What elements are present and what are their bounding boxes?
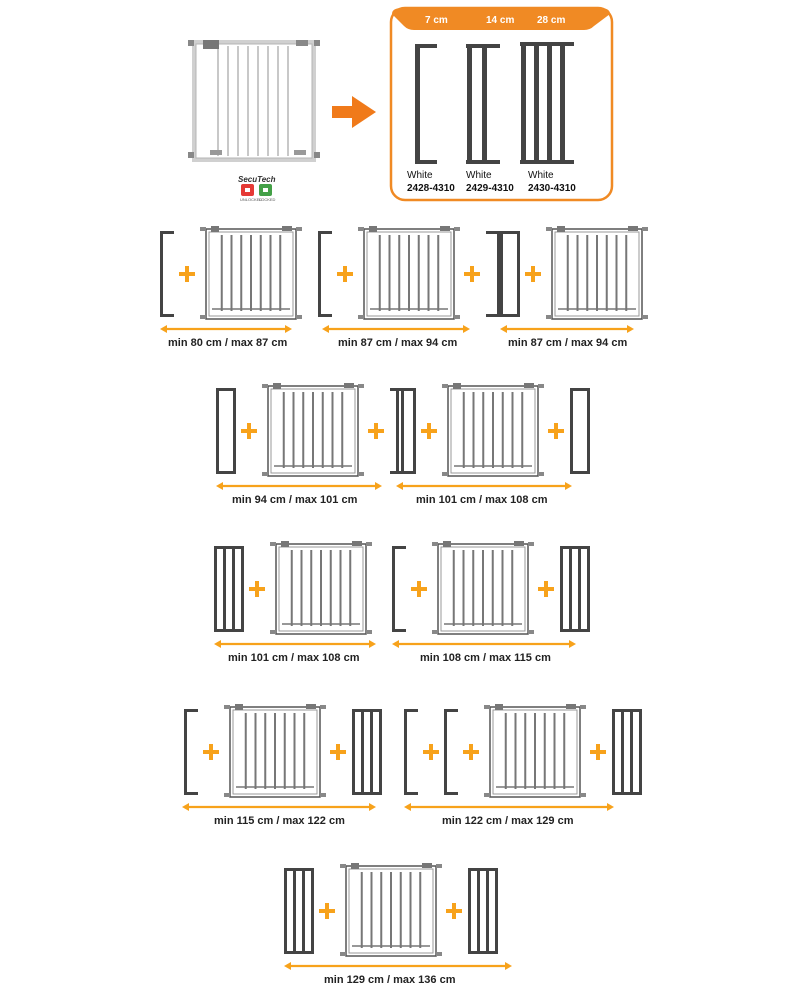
plus-icon [463, 744, 479, 760]
configuration-3: min 87 cm / max 94 cm [500, 226, 648, 349]
base-gate [358, 226, 460, 320]
extension-7cm [184, 709, 198, 795]
width-arrow [160, 325, 292, 333]
base-gate [224, 704, 326, 798]
lock-state-unlocked: UNLOCKED [240, 197, 262, 202]
base-gate [200, 226, 302, 320]
base-gate [546, 226, 648, 320]
configuration-8: min 115 cm / max 122 cm [182, 704, 382, 827]
configuration-1: min 80 cm / max 87 cm [160, 226, 302, 349]
configuration-width-label: min 87 cm / max 94 cm [508, 337, 627, 349]
width-arrow [182, 803, 376, 811]
extension-color-7: White [407, 170, 433, 181]
extension-size-14: 14 cm [486, 15, 514, 26]
configuration-5: min 101 cm / max 108 cm [396, 383, 590, 506]
plus-icon [330, 744, 346, 760]
extension-7cm [404, 709, 418, 795]
plus-icon [203, 744, 219, 760]
width-arrow [500, 325, 634, 333]
extension-14cm [500, 231, 520, 317]
base-gate [270, 541, 372, 635]
configuration-width-label: min 80 cm / max 87 cm [168, 337, 287, 349]
extension-color-28: White [528, 170, 554, 181]
configurations: min 80 cm / max 87 cm min 87 cm / max 94 … [160, 226, 648, 986]
plus-icon [368, 423, 384, 439]
extension-color-14: White [466, 170, 492, 181]
extension-7cm [160, 231, 174, 317]
configuration-width-label: min 87 cm / max 94 cm [338, 337, 457, 349]
extension-28cm [612, 709, 642, 795]
locked-icon [259, 184, 272, 196]
extension-28cm [284, 868, 314, 954]
extension-7cm [486, 231, 500, 317]
configuration-4: min 94 cm / max 101 cm [216, 383, 404, 506]
configuration-2: min 87 cm / max 94 cm [318, 226, 500, 349]
width-arrow [214, 640, 376, 648]
base-gate [484, 704, 586, 798]
extension-size-7: 7 cm [425, 15, 448, 26]
configuration-10: min 129 cm / max 136 cm [284, 863, 512, 986]
extension-code-28: 2430-4310 [528, 183, 576, 194]
width-arrow [284, 962, 512, 970]
unlocked-icon [241, 184, 254, 196]
extension-size-28: 28 cm [537, 15, 565, 26]
extension-28cm [560, 546, 590, 632]
plus-icon [319, 903, 335, 919]
plus-icon [538, 581, 554, 597]
configuration-width-label: min 108 cm / max 115 cm [420, 652, 551, 664]
width-arrow [216, 482, 382, 490]
base-gate [262, 383, 364, 477]
extension-14cm [396, 388, 416, 474]
configuration-width-label: min 101 cm / max 108 cm [416, 494, 548, 506]
extension-7cm [392, 546, 406, 632]
extension-14cm [216, 388, 236, 474]
configuration-width-label: min 115 cm / max 122 cm [214, 815, 345, 827]
extension-28cm [468, 868, 498, 954]
extension-28cm [214, 546, 244, 632]
extension-7cm-illustration [415, 44, 437, 164]
width-arrow [396, 482, 572, 490]
plus-icon [249, 581, 265, 597]
width-arrow [322, 325, 470, 333]
extensions-panel [389, 6, 614, 202]
plus-icon [590, 744, 606, 760]
plus-icon [411, 581, 427, 597]
plus-icon [423, 744, 439, 760]
extension-code-7: 2428-4310 [407, 183, 455, 194]
extension-28cm-illustration [520, 42, 574, 164]
extension-14cm [570, 388, 590, 474]
plus-icon [241, 423, 257, 439]
width-arrow [392, 640, 576, 648]
configuration-6: min 101 cm / max 108 cm [214, 541, 376, 664]
extension-code-14: 2429-4310 [466, 183, 514, 194]
width-arrow [404, 803, 614, 811]
configuration-width-label: min 101 cm / max 108 cm [228, 652, 360, 664]
extension-28cm [352, 709, 382, 795]
plus-icon [337, 266, 353, 282]
plus-icon [446, 903, 462, 919]
lock-state-locked: LOCKED [259, 197, 276, 202]
configuration-width-label: min 129 cm / max 136 cm [324, 974, 456, 986]
brand-logo: SecuTech [238, 175, 276, 184]
configuration-9: min 122 cm / max 129 cm [404, 704, 642, 827]
extension-7cm [318, 231, 332, 317]
extension-7cm [444, 709, 458, 795]
plus-icon [548, 423, 564, 439]
extension-14cm-illustration [466, 44, 500, 164]
base-gate [442, 383, 544, 477]
configuration-width-label: min 122 cm / max 129 cm [442, 815, 574, 827]
base-gate [432, 541, 534, 635]
plus-icon [421, 423, 437, 439]
base-gate-illustration [188, 40, 320, 162]
arrow-right-icon [332, 96, 376, 128]
plus-icon [179, 266, 195, 282]
plus-icon [525, 266, 541, 282]
base-gate [340, 863, 442, 957]
configuration-width-label: min 94 cm / max 101 cm [232, 494, 358, 506]
configuration-7: min 108 cm / max 115 cm [392, 541, 590, 664]
plus-icon [464, 266, 480, 282]
